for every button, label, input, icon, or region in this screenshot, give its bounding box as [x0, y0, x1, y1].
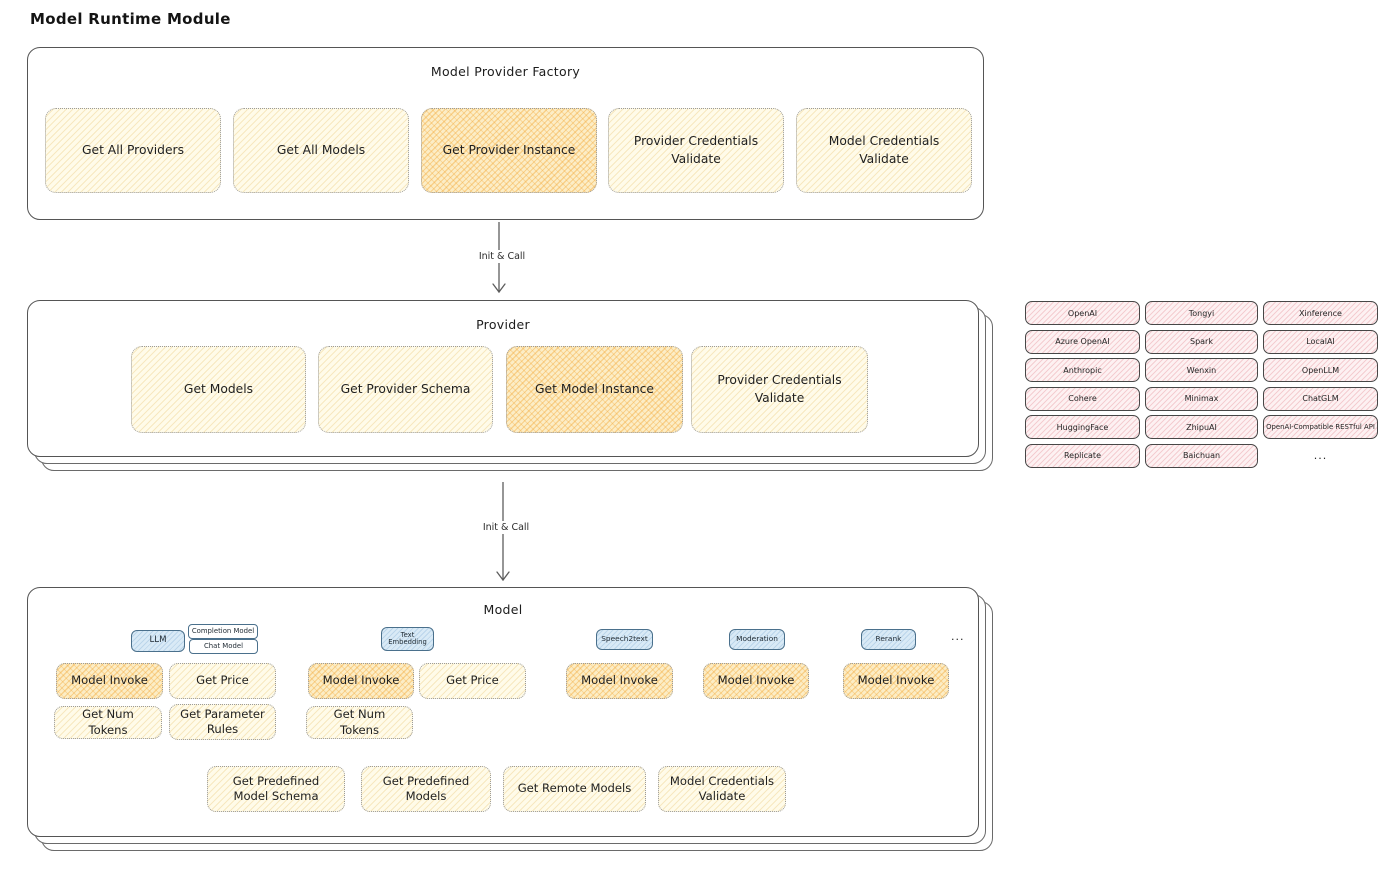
tag-speech2text: Speech2text [596, 629, 653, 650]
factory-node-get-all-models: Get All Models [233, 108, 409, 193]
node-moderation-model-invoke: Model Invoke [703, 663, 809, 699]
provider-node-get-provider-schema: Get Provider Schema [318, 346, 493, 433]
tags-more-ellipsis: ... [951, 630, 965, 643]
node-get-predefined-models: Get Predefined Models [361, 766, 491, 812]
provider-pill-spark: Spark [1145, 329, 1258, 354]
provider-pill-localai: LocalAI [1263, 329, 1378, 354]
provider-pill-anthropic: Anthropic [1025, 358, 1140, 383]
node-get-predefined-model-schema: Get Predefined Model Schema [207, 766, 345, 812]
provider-node-get-model-instance: Get Model Instance [506, 346, 683, 433]
factory-node-model-credentials-validate: Model Credentials Validate [796, 108, 972, 193]
provider-panel-title: Provider [476, 317, 530, 332]
tag-chat-model: Chat Model [189, 639, 258, 654]
arrow-label-init-call-1: Init & Call [468, 250, 536, 263]
node-llm-model-invoke: Model Invoke [56, 663, 163, 699]
node-llm-get-num-tokens: Get Num Tokens [54, 706, 162, 739]
provider-pill-openai: OpenAI [1025, 301, 1140, 325]
provider-pill-huggingface: HuggingFace [1025, 415, 1140, 440]
provider-more-ellipsis: ... [1313, 449, 1328, 463]
provider-node-get-models: Get Models [131, 346, 306, 433]
tag-moderation: Moderation [729, 629, 785, 650]
provider-pill-wenxin: Wenxin [1145, 358, 1258, 383]
provider-pill-azure-openai: Azure OpenAI [1025, 329, 1140, 354]
provider-pill-xinference: Xinference [1263, 301, 1378, 325]
provider-pill-cohere: Cohere [1025, 386, 1140, 411]
diagram-title: Model Runtime Module [30, 10, 231, 28]
provider-panel: Provider Get Models Get Provider Schema … [27, 300, 979, 457]
tag-llm: LLM [131, 630, 185, 652]
node-embedding-get-num-tokens: Get Num Tokens [306, 706, 413, 739]
provider-node-provider-credentials-validate: Provider Credentials Validate [691, 346, 868, 433]
node-embedding-get-price: Get Price [419, 663, 526, 699]
tag-rerank: Rerank [861, 629, 916, 650]
model-panel-title: Model [483, 602, 523, 617]
tag-completion-model: Completion Model [188, 624, 258, 639]
provider-pill-openllm: OpenLLM [1263, 358, 1378, 383]
node-speech2text-model-invoke: Model Invoke [566, 663, 673, 699]
provider-pill-zhipuai: ZhipuAI [1145, 415, 1258, 440]
provider-pill-tongyi: Tongyi [1145, 301, 1258, 325]
factory-panel: Model Provider Factory Get All Providers… [27, 47, 984, 220]
node-llm-get-price: Get Price [169, 663, 276, 699]
factory-panel-title: Model Provider Factory [430, 64, 581, 79]
node-llm-get-parameter-rules: Get Parameter Rules [169, 704, 276, 740]
provider-pill-replicate: Replicate [1025, 443, 1140, 468]
provider-pill-chatglm: ChatGLM [1263, 386, 1378, 411]
tag-text-embedding: Text Embedding [381, 627, 434, 651]
factory-node-provider-credentials-validate: Provider Credentials Validate [608, 108, 784, 193]
provider-pill-baichuan: Baichuan [1145, 443, 1258, 468]
provider-grid: OpenAI Tongyi Xinference Azure OpenAI Sp… [1025, 301, 1380, 468]
node-embedding-model-invoke: Model Invoke [308, 663, 414, 699]
factory-node-get-all-providers: Get All Providers [45, 108, 221, 193]
node-model-credentials-validate: Model Credentials Validate [658, 766, 786, 812]
factory-node-get-provider-instance: Get Provider Instance [421, 108, 597, 193]
node-get-remote-models: Get Remote Models [503, 766, 646, 812]
provider-pill-minimax: Minimax [1145, 386, 1258, 411]
arrow-label-init-call-2: Init & Call [472, 521, 540, 534]
node-rerank-model-invoke: Model Invoke [843, 663, 949, 699]
provider-pill-openai-compatible-restful-api: OpenAI-Compatible RESTful API [1263, 415, 1378, 440]
model-panel: Model LLM Completion Model Chat Model Te… [27, 587, 979, 837]
